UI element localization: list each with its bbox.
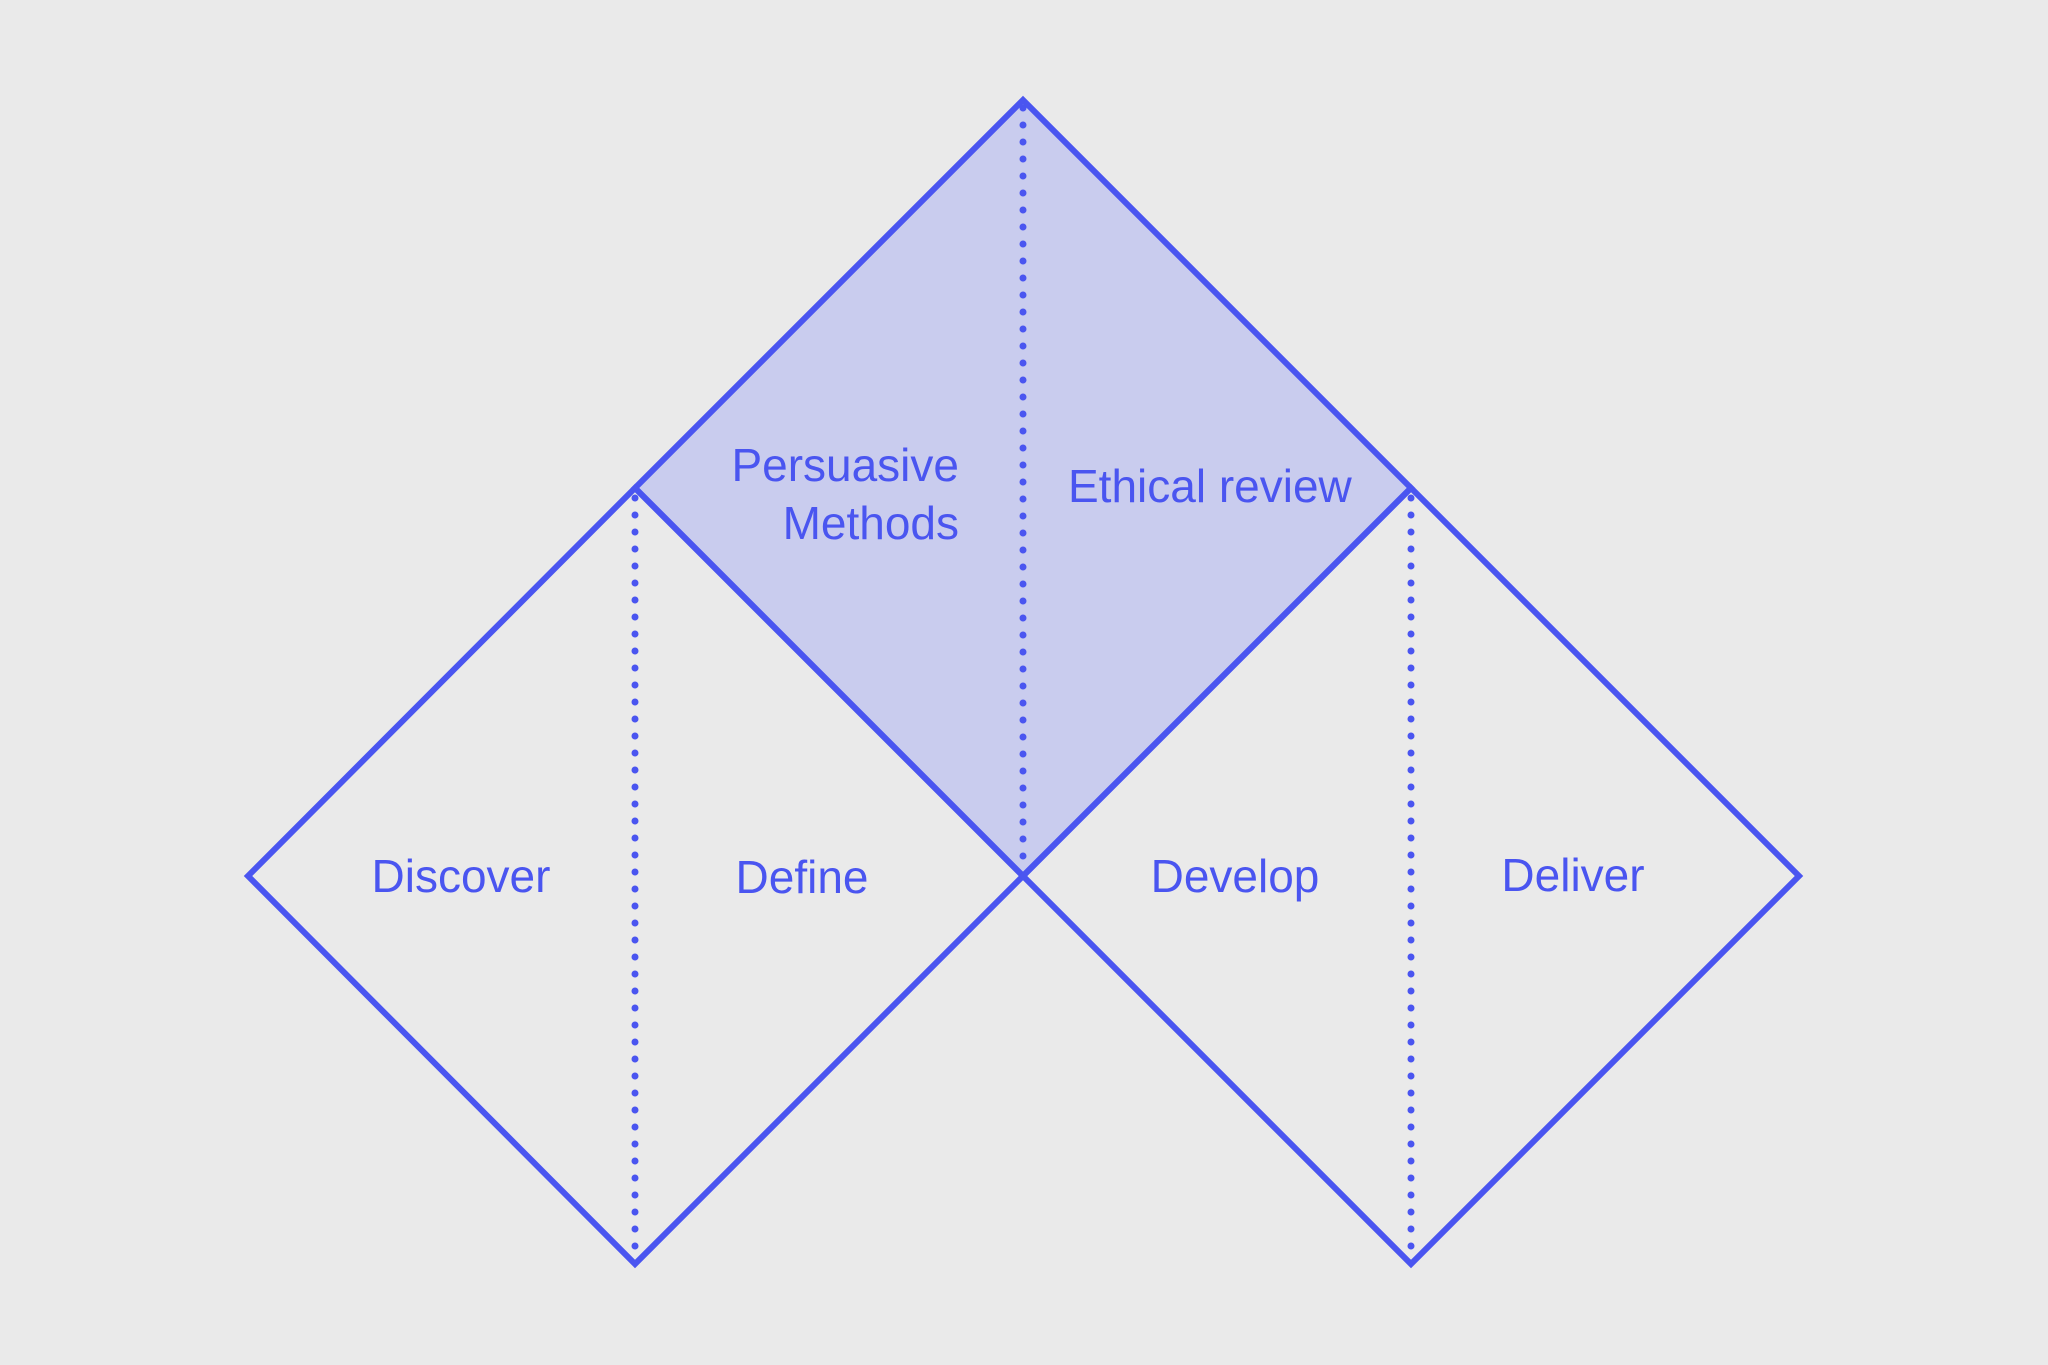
left-diamond [243,483,1028,1269]
label-discover: Discover [372,850,551,902]
label-ethical-review: Ethical review [1068,460,1353,512]
label-define: Define [736,851,869,903]
right-diamond [1018,483,1804,1269]
label-persuasive-line2: Methods [783,497,959,549]
label-deliver: Deliver [1501,849,1644,901]
label-persuasive-line1: Persuasive [731,439,959,491]
label-develop: Develop [1151,850,1320,902]
